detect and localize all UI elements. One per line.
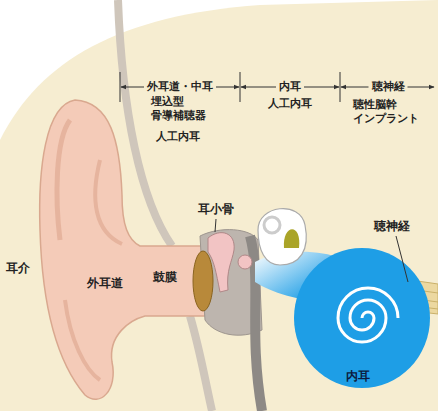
part-name: 内耳 bbox=[346, 369, 370, 384]
range-label: 聴神経 bbox=[369, 80, 408, 94]
cochlea bbox=[294, 248, 430, 388]
leader-line bbox=[215, 219, 216, 232]
range-tick bbox=[340, 72, 341, 102]
device-label: 埋込型 骨導補聴器 bbox=[151, 95, 206, 123]
cochlea-spiral bbox=[338, 288, 398, 342]
part-name: 外耳道 bbox=[87, 276, 123, 291]
semicircular-canal bbox=[284, 229, 299, 248]
range-tick bbox=[240, 72, 241, 102]
device-label: 聴性脳幹 インプラント bbox=[353, 98, 419, 126]
auricle-fold bbox=[57, 120, 70, 240]
ossicle bbox=[208, 233, 234, 292]
ossicle bbox=[238, 255, 252, 269]
auricle bbox=[40, 100, 205, 399]
range-label: 内耳 bbox=[276, 80, 304, 94]
skin-band bbox=[190, 316, 212, 411]
vestibule bbox=[258, 209, 306, 265]
range-label: 外耳道・中耳 bbox=[144, 80, 216, 94]
semicircular-canal bbox=[264, 217, 280, 233]
part-name: 耳介 bbox=[6, 261, 30, 276]
device-label: 人工内耳 bbox=[268, 97, 312, 111]
leader-line bbox=[396, 236, 408, 282]
part-name: 鼓膜 bbox=[153, 270, 177, 285]
part-name: 聴神経 bbox=[374, 219, 410, 234]
device-label: 人工内耳 bbox=[156, 130, 200, 144]
skin-band bbox=[118, 0, 172, 246]
eardrum bbox=[193, 251, 213, 311]
range-tick bbox=[120, 72, 121, 102]
auricle-fold bbox=[65, 300, 100, 380]
part-name: 耳小骨 bbox=[198, 202, 234, 217]
auricle-fold bbox=[95, 160, 122, 244]
